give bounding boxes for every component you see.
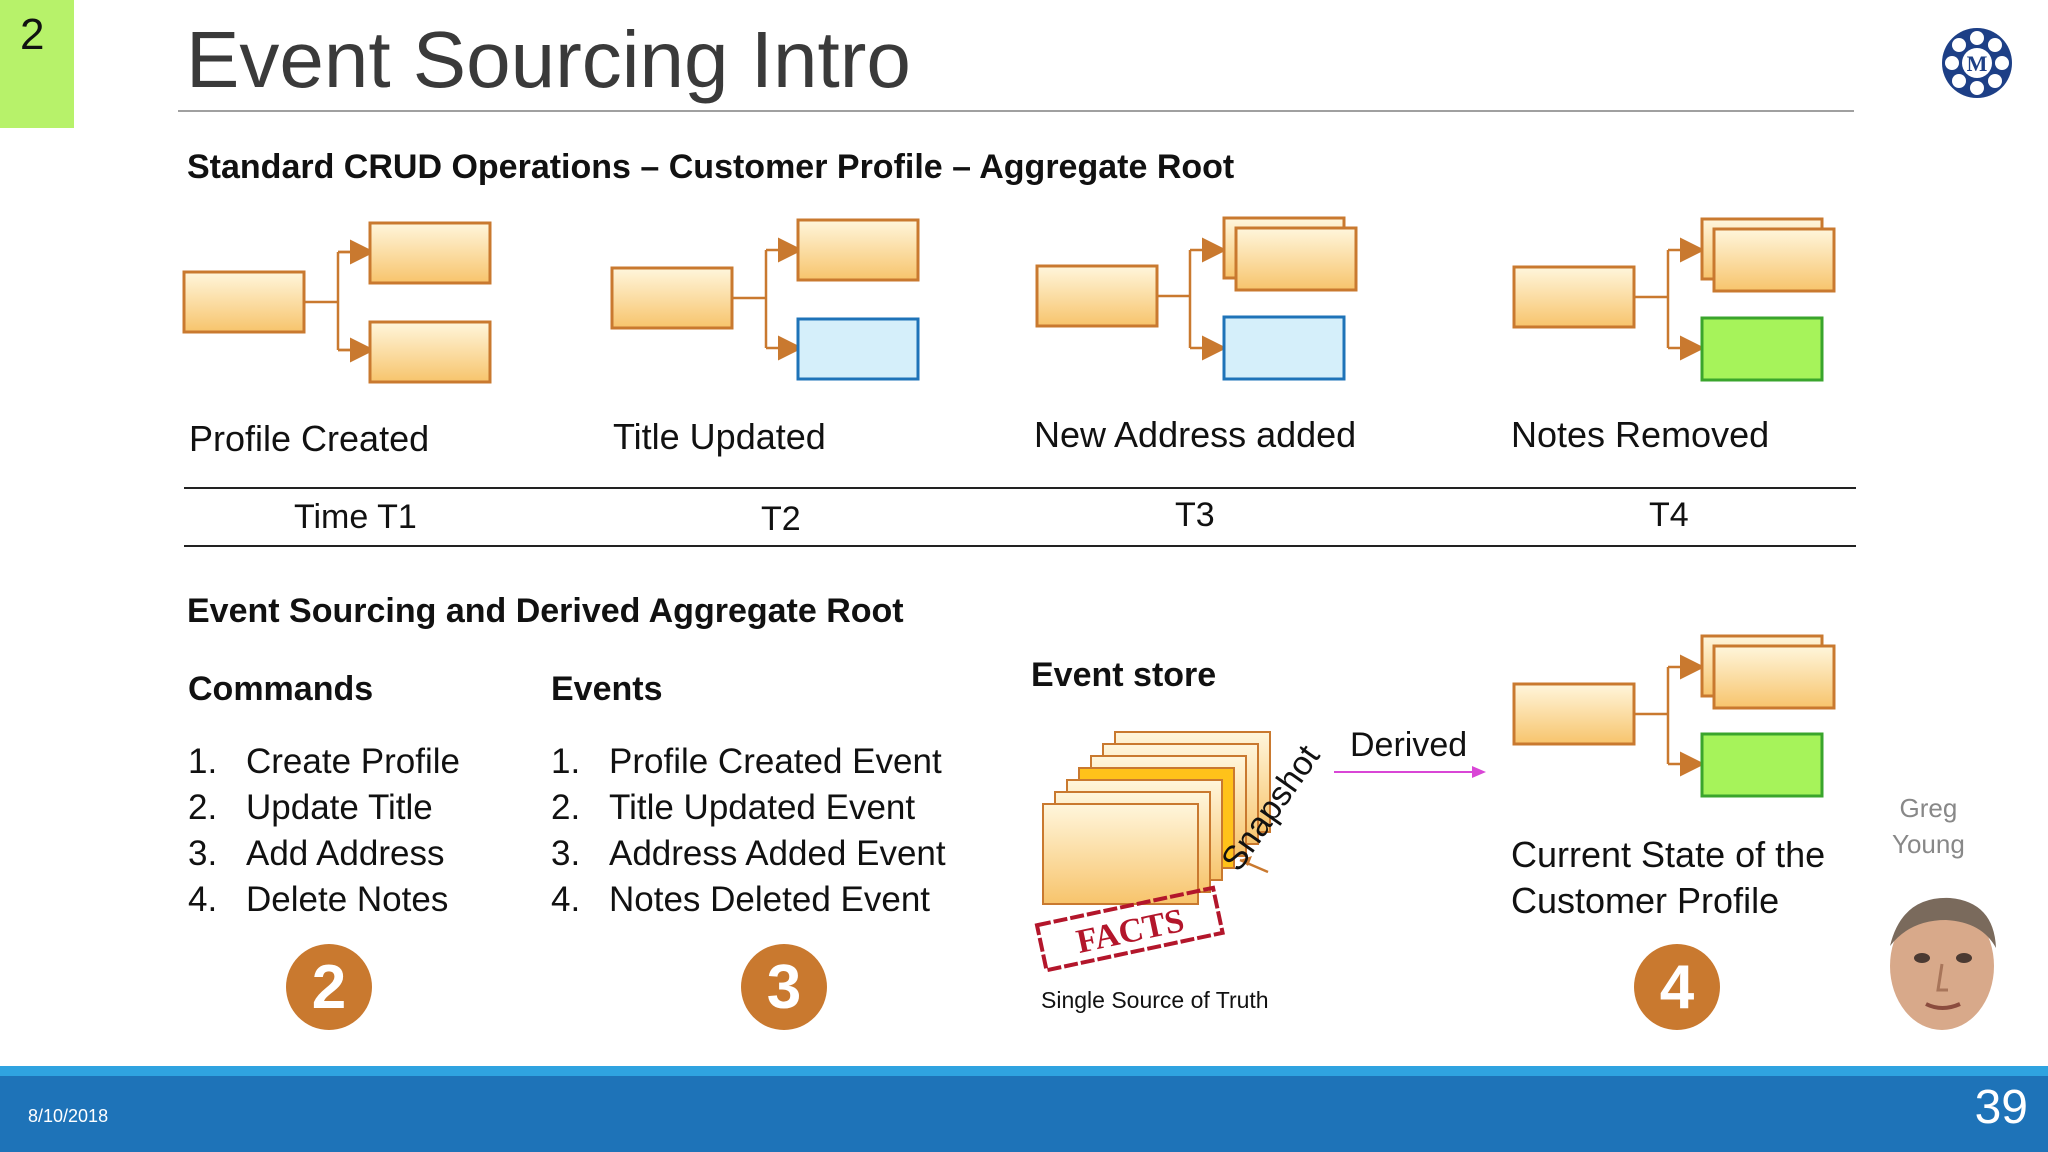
time-label-1: Time T1 (294, 498, 417, 536)
diagram-profile-created (182, 221, 492, 384)
stamp-text: FACTS (1073, 902, 1187, 961)
stage-label-1: Profile Created (189, 418, 430, 459)
logo-icon: M (1940, 26, 2014, 100)
speaker-name: Greg Young (1892, 790, 1965, 862)
speaker-photo (1862, 886, 2022, 1036)
list-item: 2.Update Title (188, 788, 433, 827)
footer-bar (0, 1066, 2048, 1152)
timeline-top-rule (184, 487, 1856, 489)
stage-label-2: Title Updated (613, 416, 826, 457)
title-divider (178, 110, 1854, 112)
crud-heading: Standard CRUD Operations – Customer Prof… (187, 148, 1235, 186)
list-item: 3.Add Address (188, 834, 445, 873)
slide-title: Event Sourcing Intro (186, 15, 911, 104)
corner-number: 2 (20, 10, 45, 59)
time-label-3: T3 (1175, 496, 1215, 534)
slide-date: 8/10/2018 (28, 1106, 109, 1126)
list-item: 4.Delete Notes (188, 880, 449, 919)
speaker-first-name: Greg (1899, 793, 1958, 823)
step-badge-4: 4 (1634, 944, 1720, 1030)
current-state-line-1: Current State of the (1511, 834, 1826, 875)
time-label-4: T4 (1649, 496, 1689, 534)
list-item: 3.Address Added Event (551, 834, 946, 873)
list-item: 1.Profile Created Event (551, 742, 942, 781)
commands-heading: Commands (188, 670, 374, 708)
corner-chevron-icon (0, 0, 74, 128)
diagram-title-updated (610, 218, 920, 381)
events-list: 1.Profile Created Event 2.Title Updated … (551, 739, 946, 923)
list-item: 1.Create Profile (188, 742, 460, 781)
derived-arrow (1334, 766, 1486, 778)
current-state-label: Current State of the Customer Profile (1511, 832, 1825, 924)
list-item: 4.Notes Deleted Event (551, 880, 931, 919)
event-store-stack: FACTS (1034, 731, 1271, 973)
event-store-caption: Single Source of Truth (1041, 987, 1269, 1013)
step-badge-2: 2 (286, 944, 372, 1030)
page-number: 39 (1974, 1081, 2028, 1134)
events-heading: Events (551, 670, 663, 708)
timeline-bottom-rule (184, 545, 1856, 547)
footer-accent (0, 1066, 2048, 1076)
es-heading: Event Sourcing and Derived Aggregate Roo… (187, 592, 904, 630)
crud-diagrams (182, 216, 1836, 384)
stage-label-4: Notes Removed (1511, 414, 1770, 455)
time-label-2: T2 (761, 500, 801, 538)
derived-label: Derived (1350, 726, 1468, 764)
diagram-notes-removed (1512, 217, 1836, 382)
diagram-new-address (1035, 216, 1358, 381)
current-state-line-2: Customer Profile (1511, 880, 1780, 921)
event-store-heading: Event store (1031, 656, 1217, 694)
corner-marker (0, 0, 74, 128)
step-badge-3: 3 (741, 944, 827, 1030)
stage-label-3: New Address added (1034, 414, 1357, 455)
commands-list: 1.Create Profile 2.Update Title 3.Add Ad… (188, 739, 460, 923)
list-item: 2.Title Updated Event (551, 788, 916, 827)
current-state-diagram (1512, 634, 1836, 798)
speaker-last-name: Young (1892, 829, 1965, 859)
svg-text:M: M (1967, 51, 1988, 76)
